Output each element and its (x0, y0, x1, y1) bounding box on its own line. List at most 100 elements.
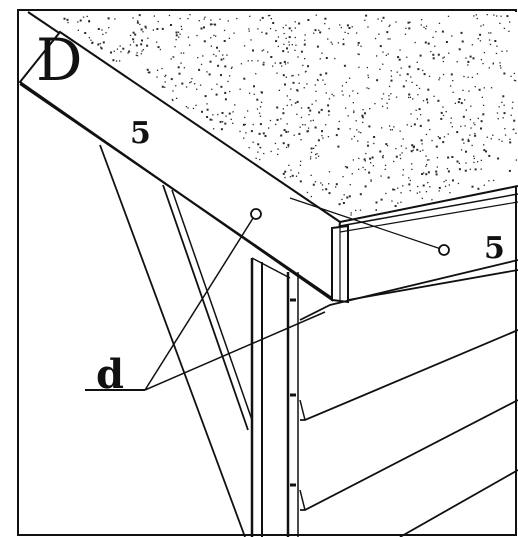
speckle-dot (480, 127, 482, 130)
speckle-dot (119, 45, 121, 47)
speckle-dot (292, 74, 294, 77)
speckle-dot (409, 179, 411, 182)
speckle-dot (426, 98, 428, 101)
speckle-dot (449, 85, 452, 87)
speckle-dot (302, 124, 304, 126)
speckle-dot (438, 137, 441, 140)
speckle-dot (213, 128, 215, 130)
speckle-dot (335, 186, 337, 188)
speckle-dot (389, 24, 391, 26)
speckle-dot (467, 76, 469, 78)
speckle-dot (369, 157, 372, 160)
speckle-dot (84, 32, 87, 34)
speckle-dot (318, 111, 321, 114)
speckle-dot (220, 58, 223, 61)
speckle-dot (195, 104, 197, 106)
speckle-dot (431, 199, 433, 201)
speckle-dot (496, 45, 498, 47)
speckle-dot (172, 90, 174, 92)
speckle-dot (286, 47, 288, 50)
speckle-dot (366, 66, 368, 69)
speckle-dot (444, 185, 447, 187)
lap-siding (290, 259, 518, 537)
speckle-dot (381, 20, 383, 22)
speckle-dot (412, 149, 414, 151)
speckle-dot (387, 53, 389, 55)
speckle-dot (499, 22, 501, 24)
speckle-dot (179, 33, 181, 35)
speckle-dot (180, 62, 182, 64)
speckle-dot (219, 120, 222, 123)
speckle-dot (438, 190, 440, 192)
speckle-dot (389, 125, 391, 127)
speckle-dot (63, 17, 66, 20)
speckle-dot (416, 84, 418, 86)
speckle-dot (175, 39, 177, 41)
speckle-dot (333, 95, 335, 97)
speckle-dot (386, 107, 388, 109)
speckle-dot (258, 132, 261, 135)
speckle-dot (285, 76, 287, 78)
speckle-dot (422, 149, 424, 151)
speckle-dot (428, 75, 431, 77)
speckle-dot (351, 138, 353, 140)
speckle-dot (290, 104, 293, 106)
speckle-dot (390, 79, 393, 82)
speckle-dot (277, 45, 279, 48)
speckle-dot (321, 184, 324, 186)
speckle-dot (261, 50, 263, 52)
speckle-dot (282, 172, 285, 175)
speckle-dot (181, 28, 183, 30)
speckle-dot (277, 148, 279, 150)
speckle-dot (300, 107, 303, 109)
speckle-dot (159, 48, 161, 51)
speckle-dot (260, 101, 263, 103)
speckle-dot (263, 152, 265, 155)
speckle-dot (359, 209, 362, 211)
speckle-dot (259, 123, 262, 126)
speckle-dot (513, 79, 516, 81)
speckle-dot (194, 83, 196, 85)
speckle-dot (442, 141, 445, 144)
dimension-label-left: 5 (130, 116, 151, 151)
speckle-dot (367, 144, 369, 147)
speckle-dot (352, 102, 354, 104)
speckle-dot (448, 184, 450, 186)
speckle-dot (229, 75, 231, 77)
speckle-dot (210, 37, 212, 39)
speckle-dot (298, 172, 300, 174)
roof-edge-right (339, 185, 518, 223)
speckle-dot (353, 111, 355, 114)
speckle-dot (282, 142, 285, 145)
speckle-dot (328, 171, 331, 173)
leader-line-to-upper-point (144, 214, 256, 391)
speckle-dot (229, 90, 231, 93)
speckle-dot (367, 74, 369, 76)
speckle-dot (272, 65, 274, 67)
speckle-dot (291, 44, 293, 46)
speckle-dot (276, 118, 279, 121)
speckle-dot (397, 202, 399, 204)
speckle-dot (367, 26, 369, 28)
speckle-dot (255, 73, 257, 75)
speckle-dot (399, 130, 401, 132)
speckle-dot (350, 214, 352, 216)
speckle-dot (476, 17, 478, 20)
speckle-dot (462, 89, 464, 91)
speckle-dot (474, 134, 477, 137)
speckle-dot (360, 132, 362, 134)
speckle-dot (406, 124, 408, 126)
siding-board-3-lip (299, 489, 306, 511)
speckle-dot (298, 132, 301, 135)
speckle-dot (226, 54, 228, 56)
speckle-dot (177, 66, 180, 69)
speckle-dot (268, 127, 270, 129)
speckle-dot (312, 119, 314, 121)
speckle-dot (391, 200, 393, 202)
speckle-dot (380, 198, 383, 201)
speckle-dot (147, 37, 149, 39)
speckle-dot (288, 36, 291, 39)
speckle-dot (284, 63, 287, 65)
speckle-dot (349, 128, 351, 130)
speckle-dot (438, 186, 441, 189)
